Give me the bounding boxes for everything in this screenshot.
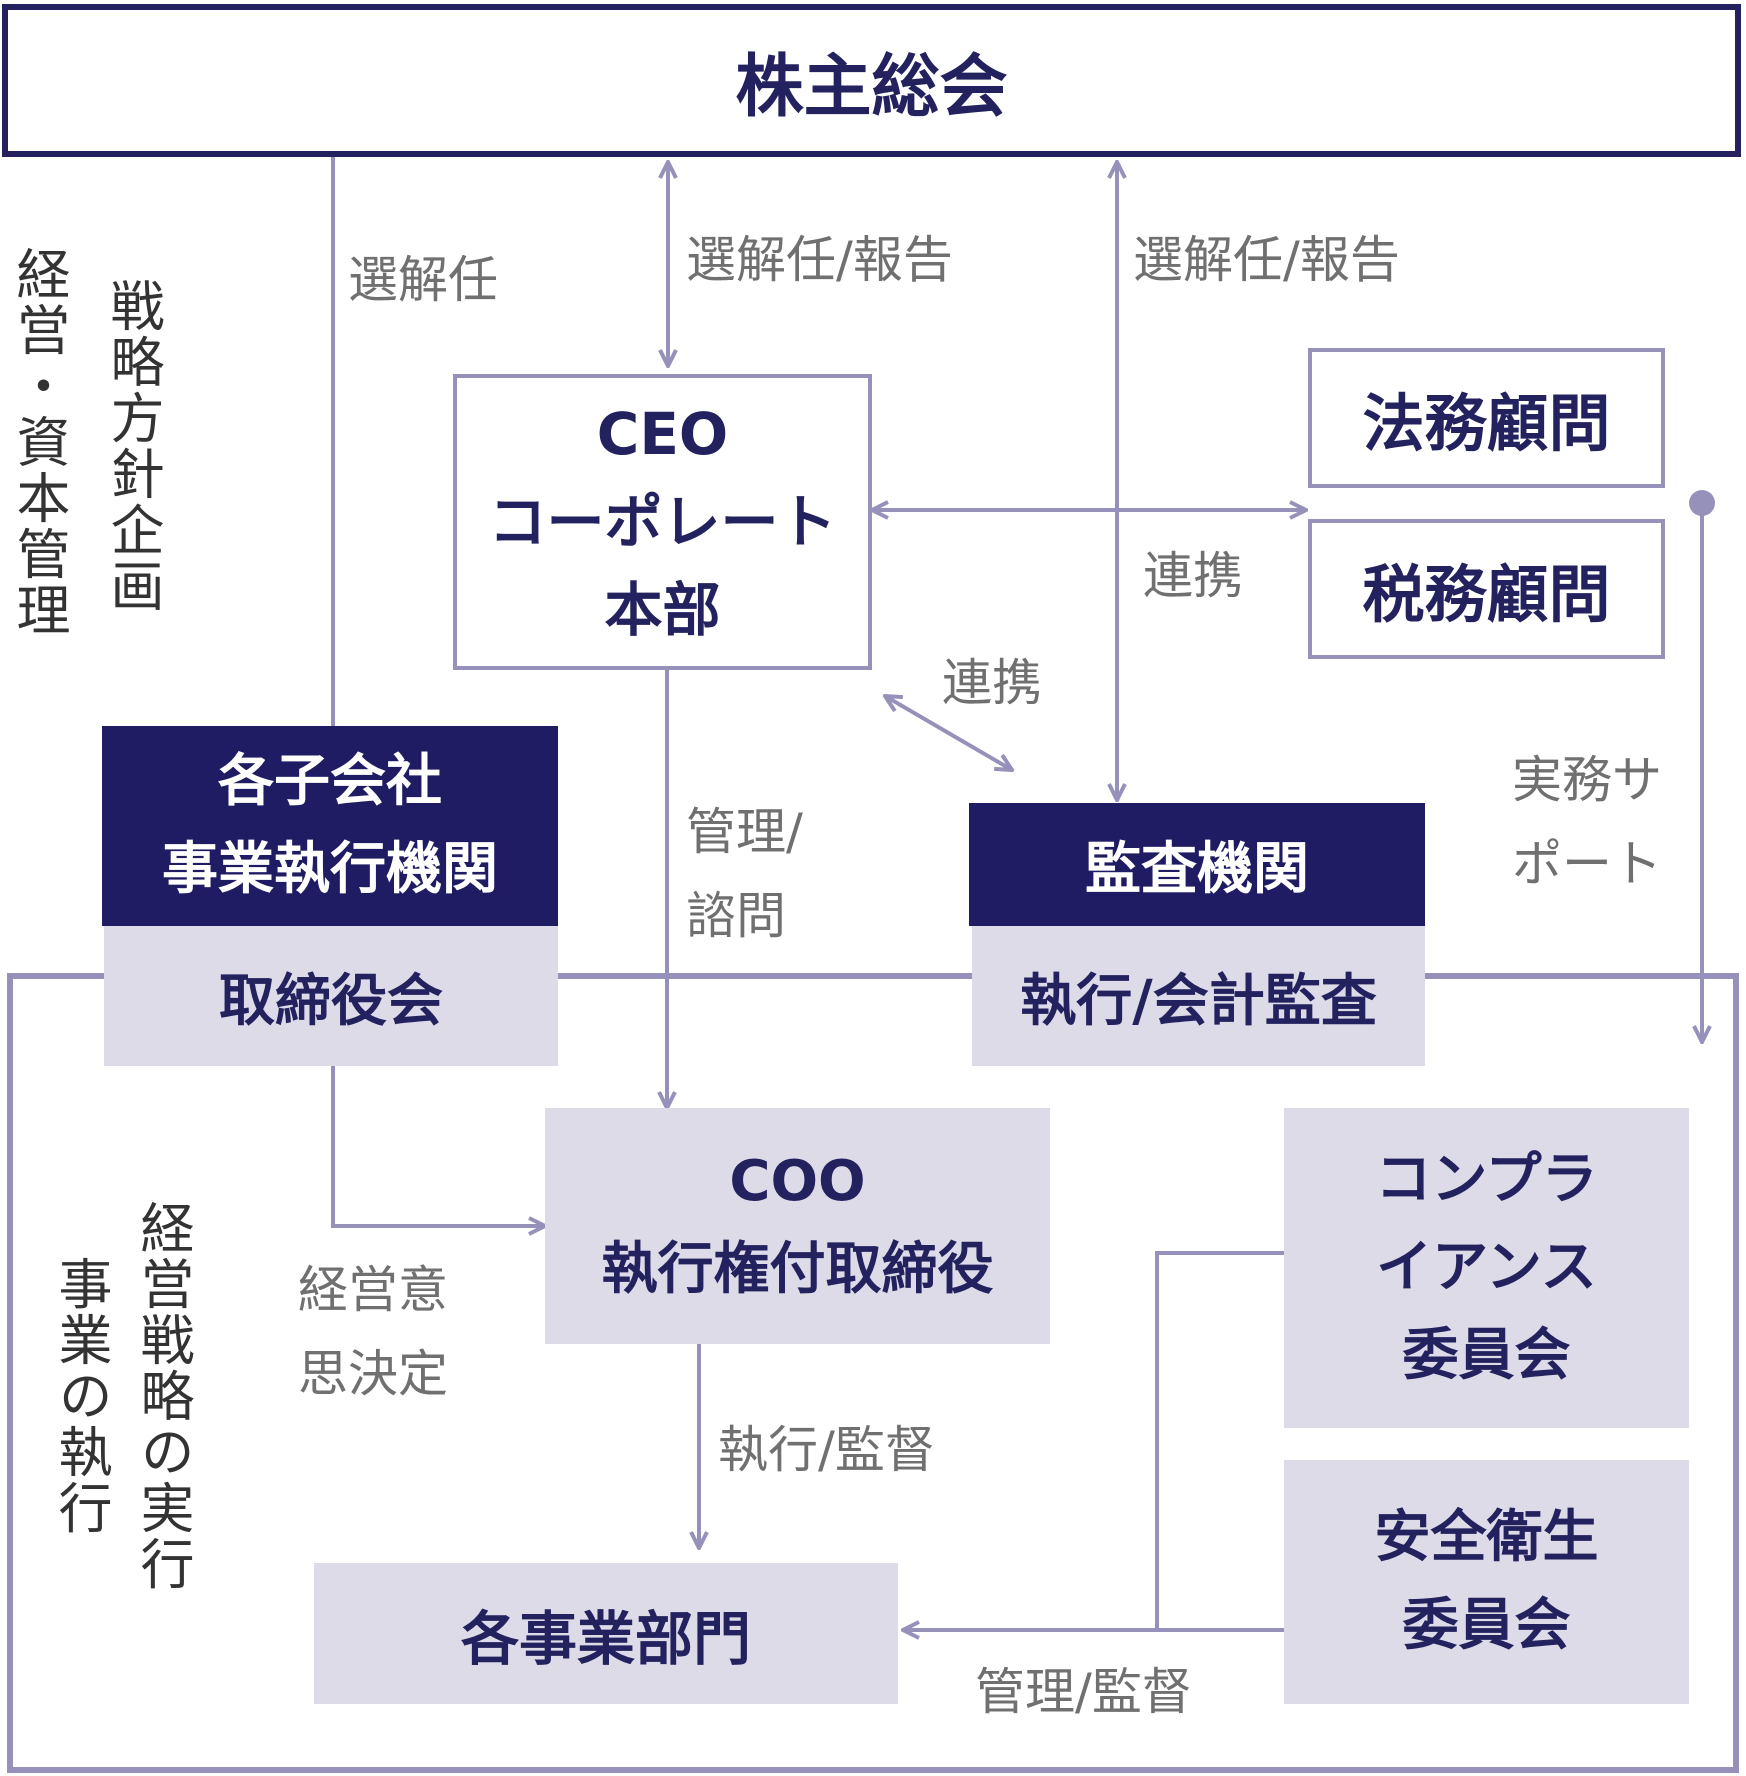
decision-label-2: 思決定 bbox=[298, 1345, 448, 1403]
audit-sub-box: 執行/会計監査 bbox=[972, 926, 1425, 1066]
tax-advisor-label: 税務顧問 bbox=[1362, 558, 1611, 631]
support-label-1: 実務サ bbox=[1512, 751, 1662, 809]
support-label-2: ポート bbox=[1512, 835, 1662, 893]
compliance-label-1: コンプラ bbox=[1375, 1147, 1598, 1212]
board-box: 取締役会 bbox=[104, 926, 558, 1066]
audit-sub-label: 執行/会計監査 bbox=[1020, 968, 1377, 1034]
ceo-corporate-label: コーポレート bbox=[488, 488, 837, 556]
manage-inquiry-label-1: 管理/ bbox=[686, 803, 803, 861]
shareholders-meeting-box: 株主総会 bbox=[2, 4, 1741, 157]
ceo-hq-label: 本部 bbox=[604, 576, 721, 644]
ceo-appoint-edge-label: 選解任/報告 bbox=[686, 231, 953, 289]
business-divisions-label: 各事業部門 bbox=[460, 1604, 751, 1673]
ceo-box: CEO コーポレート 本部 bbox=[453, 374, 872, 670]
compliance-committee-box: コンプラ イアンス 委員会 bbox=[1284, 1108, 1689, 1428]
audit-cooperate-edge-label: 連携 bbox=[942, 654, 1042, 712]
safety-label-2: 委員会 bbox=[1402, 1593, 1571, 1658]
coo-title-label: 執行権付取締役 bbox=[601, 1237, 994, 1302]
manage-inquiry-label-2: 諮問 bbox=[686, 887, 786, 945]
legal-advisor-label: 法務顧問 bbox=[1362, 387, 1611, 460]
audit-appoint-edge-label: 選解任/報告 bbox=[1133, 231, 1400, 289]
compliance-label-2: イアンス bbox=[1376, 1235, 1597, 1300]
appoint-edge-label: 選解任 bbox=[348, 251, 498, 309]
support-dot bbox=[1689, 490, 1715, 516]
business-divisions-box: 各事業部門 bbox=[314, 1563, 898, 1704]
decision-label-1: 経営意 bbox=[298, 1261, 448, 1319]
mgmt-capital-label: 経営・資本管理 bbox=[7, 246, 70, 638]
business-execution-label: 事業の執行 bbox=[49, 1256, 112, 1536]
tax-advisor-box: 税務顧問 bbox=[1308, 519, 1665, 659]
ceo-label: CEO bbox=[596, 400, 729, 468]
subsidiary-to-coo-arrow bbox=[331, 1066, 545, 1226]
legal-advisor-box: 法務顧問 bbox=[1308, 348, 1665, 488]
manage-inquiry-edge-label: 管理/ 諮問 bbox=[686, 790, 803, 958]
audit-cooperate-arrow bbox=[885, 696, 1012, 770]
execution-region bbox=[7, 973, 1739, 1773]
audit-box: 監査機関 bbox=[969, 803, 1425, 926]
subsidiaries-label: 各子会社 bbox=[218, 749, 442, 814]
advisor-cooperate-edge-label: 連携 bbox=[1143, 547, 1243, 605]
coo-box: COO 執行権付取締役 bbox=[545, 1108, 1050, 1344]
board-label: 取締役会 bbox=[219, 968, 443, 1034]
compliance-label-3: 委員会 bbox=[1402, 1323, 1571, 1388]
manage-supervise-edge-label: 管理/監督 bbox=[975, 1663, 1192, 1721]
exec-supervise-edge-label: 執行/監督 bbox=[718, 1421, 935, 1479]
shareholders-meeting-label: 株主総会 bbox=[735, 48, 1008, 127]
audit-label: 監査機関 bbox=[1085, 837, 1309, 902]
executive-organs-label: 事業執行機関 bbox=[162, 837, 498, 902]
decision-edge-label: 経営意 思決定 bbox=[298, 1248, 448, 1416]
safety-committee-box: 安全衛生 委員会 bbox=[1284, 1460, 1689, 1704]
safety-label-1: 安全衛生 bbox=[1374, 1505, 1599, 1570]
strategy-planning-label: 戦略方針企画 bbox=[101, 278, 164, 614]
coo-label: COO bbox=[729, 1149, 866, 1214]
support-edge-label: 実務サ ポート bbox=[1512, 738, 1662, 906]
strategy-execution-label: 経営戦略の実行 bbox=[131, 1200, 194, 1592]
committee-bracket bbox=[1155, 1251, 1284, 1630]
subsidiaries-box: 各子会社 事業執行機関 bbox=[102, 726, 558, 926]
